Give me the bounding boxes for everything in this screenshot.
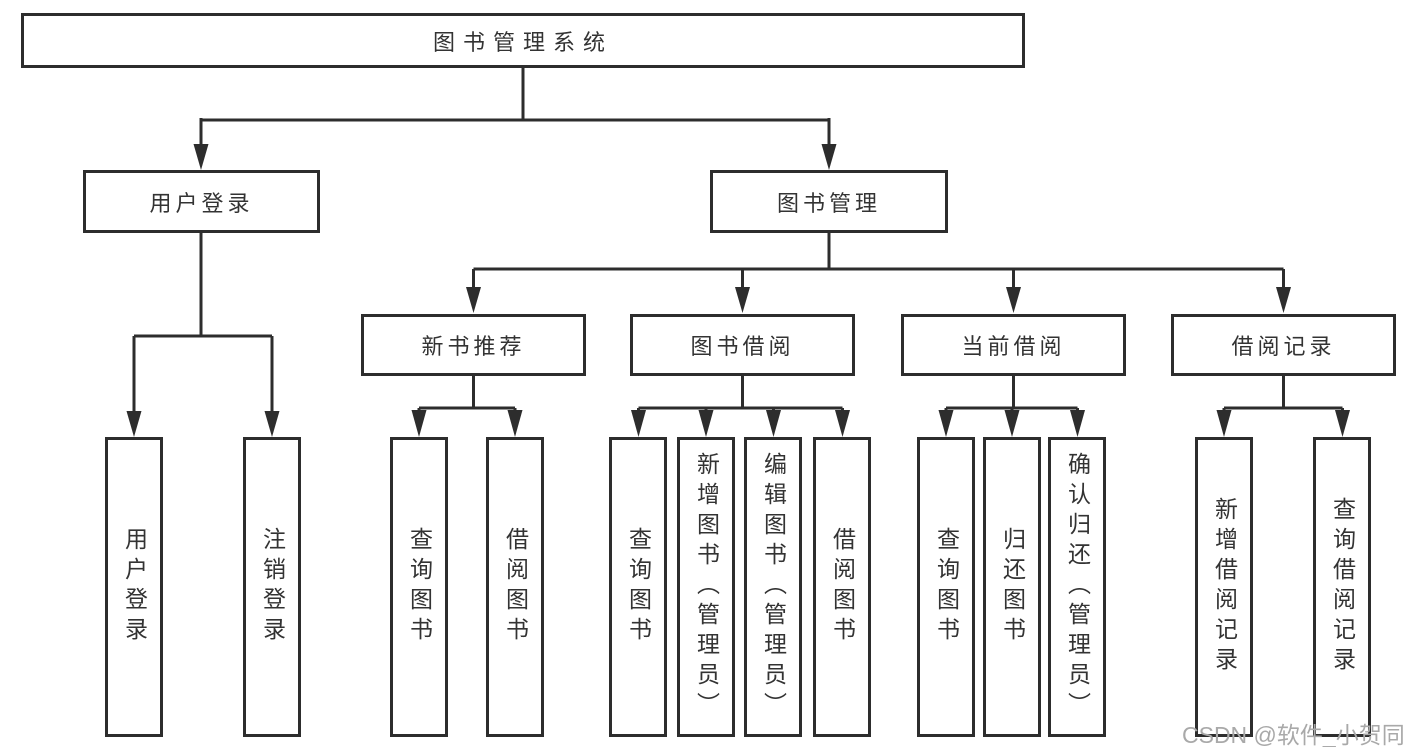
node-new-book-recommend: 新书推荐 <box>361 314 586 376</box>
connector-level3-drops <box>472 269 1285 290</box>
arrowhead-book-management <box>821 144 837 170</box>
node-user-login: 用户登录 <box>83 170 320 233</box>
node-borrow-record: 借阅记录 <box>1171 314 1396 376</box>
arrowhead-current-confirm <box>1070 410 1085 437</box>
leaf-current-return-book: 归还图书 <box>983 437 1041 737</box>
leaf-record-query-borrow-record: 查询借阅记录 <box>1313 437 1371 737</box>
arrowhead-borrow-query <box>631 410 646 437</box>
arrowhead-user-login <box>193 144 209 170</box>
arrowhead-borrow-record <box>1276 287 1291 313</box>
leaf-user-login: 用户登录 <box>105 437 163 737</box>
leaf-borrow-borrow-book: 借阅图书 <box>813 437 871 737</box>
leaf-recommend-query-book: 查询图书 <box>390 437 448 737</box>
arrowhead-recommend-borrow <box>507 410 523 437</box>
leaf-borrow-query-book: 查询图书 <box>609 437 667 737</box>
leaf-recommend-borrow-book: 借阅图书 <box>486 437 544 737</box>
arrowhead-record-add <box>1216 410 1232 437</box>
arrowhead-borrow-edit <box>766 410 781 437</box>
connector-level2-drops <box>199 118 831 147</box>
node-root: 图书管理系统 <box>21 13 1025 68</box>
leaf-record-add-borrow-record: 新增借阅记录 <box>1195 437 1253 737</box>
arrowhead-new-book-recommend <box>466 287 481 313</box>
arrowhead-current-query <box>938 410 954 437</box>
arrowhead-current-borrow <box>1006 287 1021 313</box>
node-book-borrow: 图书借阅 <box>630 314 855 376</box>
arrowhead-borrow-add <box>698 410 714 437</box>
leaf-current-query-book: 查询图书 <box>917 437 975 737</box>
arrowhead-leaf-logout <box>264 411 280 437</box>
arrowhead-record-query <box>1335 410 1350 437</box>
arrowhead-book-borrow <box>735 287 750 313</box>
arrowhead-recommend-query <box>411 410 427 437</box>
node-book-management: 图书管理 <box>710 170 948 233</box>
arrowhead-current-return <box>1004 410 1020 437</box>
arrowhead-leaf-user-login <box>126 411 142 437</box>
csdn-watermark: CSDN @软件_小贺同学 <box>1182 722 1405 747</box>
leaf-logout: 注销登录 <box>243 437 301 737</box>
node-current-borrow: 当前借阅 <box>901 314 1126 376</box>
leaf-borrow-edit-book-admin: 编辑图书（管理员） <box>744 437 802 737</box>
connector-user-login-drops <box>132 336 274 414</box>
leaf-current-confirm-return-admin: 确认归还（管理员） <box>1048 437 1106 737</box>
arrowhead-borrow-borrow <box>835 410 850 437</box>
leaf-borrow-add-book-admin: 新增图书（管理员） <box>677 437 735 737</box>
